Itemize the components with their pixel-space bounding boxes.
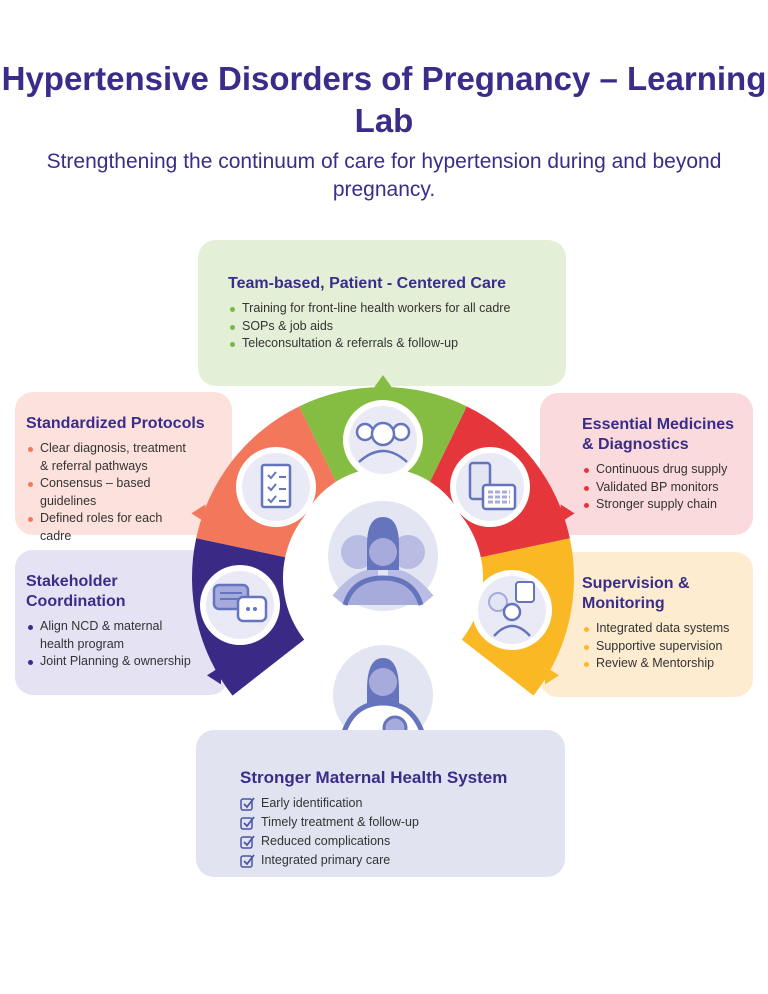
list-item: Defined roles for each cadre bbox=[26, 510, 196, 545]
list-item: Training for front-line health workers f… bbox=[228, 300, 566, 318]
maternal-system-card: Stronger Maternal Health System Early id… bbox=[196, 730, 565, 877]
list-item: Validated BP monitors bbox=[582, 479, 753, 497]
monitoring-icon bbox=[472, 570, 552, 650]
stakeholder-heading: Stakeholder Coordination bbox=[26, 573, 126, 610]
medicines-card: Essential Medicines & Diagnostics Contin… bbox=[540, 393, 753, 535]
mother-baby-icon bbox=[325, 637, 441, 753]
list-item: Clear diagnosis, treatment & referral pa… bbox=[26, 440, 196, 475]
list-item: Continuous drug supply bbox=[582, 461, 753, 479]
supervision-card: Supervision & Monitoring Integrated data… bbox=[540, 552, 753, 697]
list-item: Teleconsultation & referrals & follow-up bbox=[228, 335, 566, 353]
medicines-icon bbox=[450, 447, 530, 527]
orange-pointer bbox=[191, 504, 206, 523]
protocols-heading: Standardized Protocols bbox=[26, 415, 205, 432]
checklist-icon bbox=[236, 447, 316, 527]
list-item: Align NCD & maternal health program bbox=[26, 618, 166, 653]
list-item: Integrated primary care bbox=[240, 851, 565, 870]
list-item: Consensus – based guidelines bbox=[26, 475, 196, 510]
team-care-heading: Team-based, Patient - Centered Care bbox=[228, 275, 507, 292]
checkmark-icon bbox=[240, 797, 255, 811]
list-item: Integrated data systems bbox=[582, 620, 753, 638]
red-pointer bbox=[560, 504, 575, 523]
medicines-heading: Essential Medicines & Diagnostics bbox=[582, 416, 735, 453]
page-subtitle: Strengthening the continuum of care for … bbox=[46, 150, 722, 201]
stakeholder-card: Stakeholder Coordination Align NCD & mat… bbox=[15, 550, 228, 695]
chat-bubbles-icon bbox=[200, 565, 280, 645]
yellow-pointer bbox=[545, 666, 560, 685]
women-group-icon bbox=[328, 501, 438, 611]
maternal-system-heading: Stronger Maternal Health System bbox=[240, 768, 508, 787]
health-workers-icon bbox=[343, 400, 423, 480]
list-item: Timely treatment & follow-up bbox=[240, 813, 565, 832]
list-item: Reduced complications bbox=[240, 832, 565, 851]
list-item: Early identification bbox=[240, 794, 565, 813]
checkmark-icon bbox=[240, 816, 255, 830]
list-item: SOPs & job aids bbox=[228, 318, 566, 336]
team-care-card: Team-based, Patient - Centered Care Trai… bbox=[198, 240, 566, 386]
list-item: Joint Planning & ownership bbox=[26, 653, 210, 671]
page-title: Hypertensive Disorders of Pregnancy – Le… bbox=[1, 60, 767, 139]
item-text: Early identification bbox=[261, 796, 363, 810]
supervision-heading: Supervision & Monitoring bbox=[582, 575, 690, 612]
item-text: Integrated primary care bbox=[261, 853, 391, 867]
list-item: Review & Mentorship bbox=[582, 655, 753, 673]
list-item: Stronger supply chain bbox=[582, 496, 753, 514]
item-text: Reduced complications bbox=[261, 834, 391, 848]
green-pointer bbox=[373, 375, 393, 389]
checkmark-icon bbox=[240, 835, 255, 849]
purple-pointer bbox=[206, 666, 221, 685]
checkmark-icon bbox=[240, 854, 255, 868]
item-text: Timely treatment & follow-up bbox=[261, 815, 419, 829]
list-item: Supportive supervision bbox=[582, 638, 753, 656]
